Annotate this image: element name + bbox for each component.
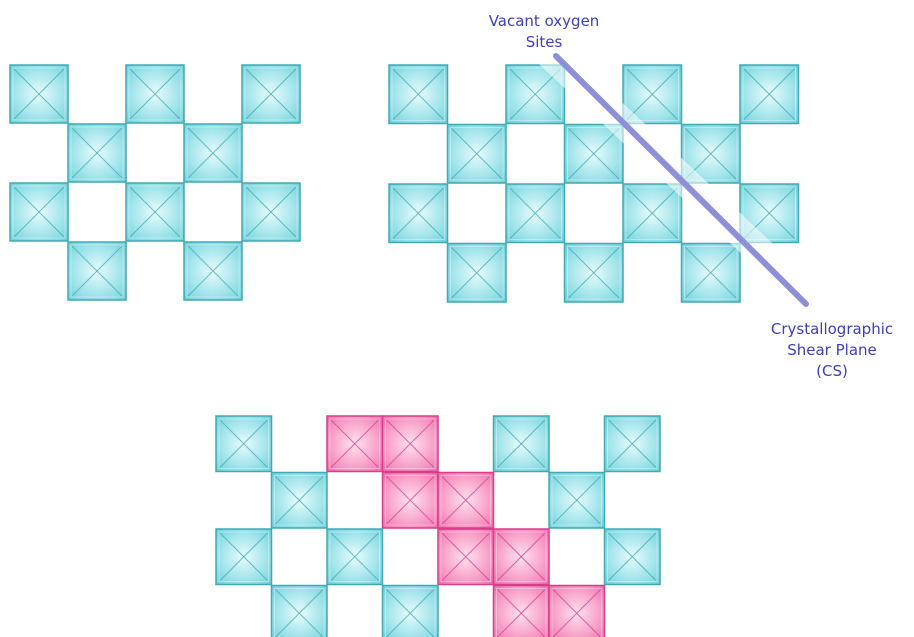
octahedron-tile — [272, 586, 328, 637]
sheared-structure-panel — [216, 416, 660, 637]
shear-octahedron-tile — [383, 416, 439, 472]
octahedron-tile — [126, 183, 184, 241]
octahedron-tile — [216, 416, 272, 472]
octahedron-tile — [68, 242, 126, 300]
octahedron-tile — [389, 184, 448, 243]
octahedron-tile — [383, 586, 439, 637]
shear-plane-label: Crystallographic Shear Plane (CS) — [771, 320, 893, 380]
octahedron-tile — [68, 124, 126, 182]
octahedron-tile — [184, 124, 242, 182]
shear-octahedron-tile — [438, 473, 494, 529]
shear-plane-label-line3: (CS) — [816, 362, 848, 380]
octahedron-tile — [448, 125, 507, 184]
perfect-lattice-panel — [10, 65, 300, 300]
octahedron-tile — [242, 65, 300, 123]
octahedron-tile — [549, 473, 605, 529]
octahedron-tile — [10, 65, 68, 123]
shear-octahedron-tile — [438, 529, 494, 585]
vacant-oxygen-label: Vacant oxygen Sites — [489, 12, 600, 51]
octahedron-tile — [506, 184, 565, 243]
octahedron-tile — [565, 244, 624, 303]
octahedron-tile — [494, 416, 550, 472]
octahedron-tile — [448, 244, 507, 303]
shear-plane-label-line2: Shear Plane — [787, 341, 877, 359]
octahedron-tile — [623, 184, 682, 243]
shear-octahedron-tile — [494, 529, 550, 585]
vacant-oxygen-label-line2: Sites — [526, 33, 563, 51]
shear-octahedron-tile — [494, 586, 550, 637]
octahedron-tile — [605, 416, 661, 472]
octahedron-tile — [740, 65, 799, 124]
shear-plane-label-line1: Crystallographic — [771, 320, 893, 338]
octahedron-tile — [216, 529, 272, 585]
vacant-oxygen-label-line1: Vacant oxygen — [489, 12, 600, 30]
octahedron-tile — [389, 65, 448, 124]
octahedron-tile — [682, 244, 741, 303]
octahedron-tile — [327, 529, 383, 585]
octahedron-tile — [272, 473, 328, 529]
octahedron-tile — [126, 65, 184, 123]
octahedron-tile — [184, 242, 242, 300]
octahedron-tile — [605, 529, 661, 585]
shear-octahedron-tile — [549, 586, 605, 637]
shear-octahedron-tile — [327, 416, 383, 472]
octahedron-tile — [242, 183, 300, 241]
octahedron-tile — [10, 183, 68, 241]
shear-octahedron-tile — [383, 473, 439, 529]
